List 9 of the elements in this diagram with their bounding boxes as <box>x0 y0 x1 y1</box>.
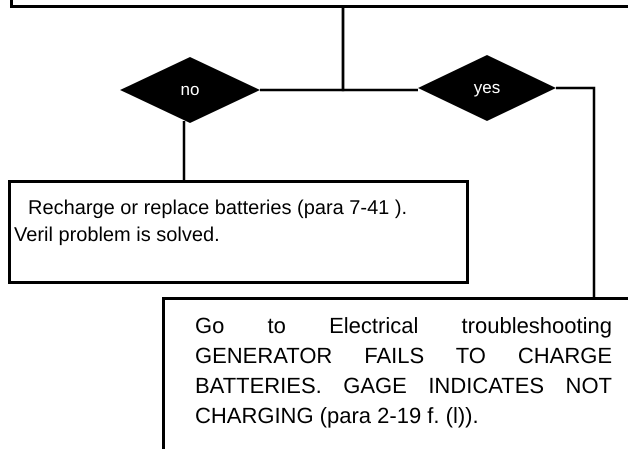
decision-label: yes <box>474 77 500 100</box>
process-box <box>8 180 469 284</box>
connector-line <box>556 86 596 297</box>
connector-line <box>342 8 418 92</box>
box-text: Go to Electrical troubleshooting GENERATOR FAILS TO CHARGE BATTERIES. GAGE INDICATES NOT CHARGING (para 2-19 f. (l)). <box>195 312 612 430</box>
connector-line <box>182 121 186 180</box>
process-box <box>162 297 628 449</box>
decision-label: no <box>180 79 200 102</box>
box-text: Recharge or replace batteries (para 7-41 ). Veril problem is solved. <box>14 196 408 248</box>
